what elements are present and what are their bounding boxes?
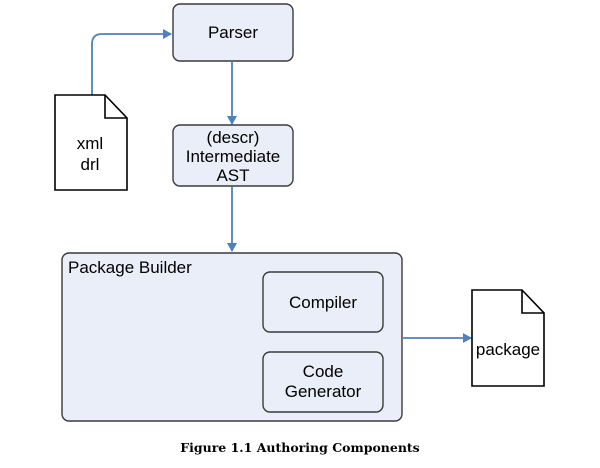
compiler-label: Compiler [289, 293, 357, 312]
code-generator-node: Code Generator [262, 351, 384, 413]
source-file-fold [104, 95, 127, 119]
intermediate-ast-node: (descr) Intermediate AST [172, 124, 294, 187]
source-file-node: xml drl [54, 94, 128, 191]
parser-node: Parser [172, 3, 294, 62]
parser-label: Parser [208, 23, 258, 42]
source-file-label-line-1: xml [77, 134, 103, 153]
compiler-node: Compiler [262, 271, 384, 333]
intermediate-ast-label-line-2: Intermediate [186, 147, 281, 166]
intermediate-ast-label-line-3: AST [216, 166, 249, 185]
code-generator-label-line-1: Code [303, 362, 344, 381]
package-builder-label: Package Builder [68, 258, 192, 277]
edge-source-to-parser [91, 29, 172, 95]
figure-caption: Figure 1.1 Authoring Components [180, 440, 419, 455]
intermediate-ast-label-line-1: (descr) [207, 128, 260, 147]
package-file-icon [471, 289, 545, 387]
package-file-node: package [471, 289, 545, 387]
code-generator-label-line-2: Generator [285, 382, 362, 401]
package-file-fold [521, 290, 544, 314]
source-file-label-line-2: drl [81, 155, 100, 174]
package-file-label: package [476, 340, 540, 359]
